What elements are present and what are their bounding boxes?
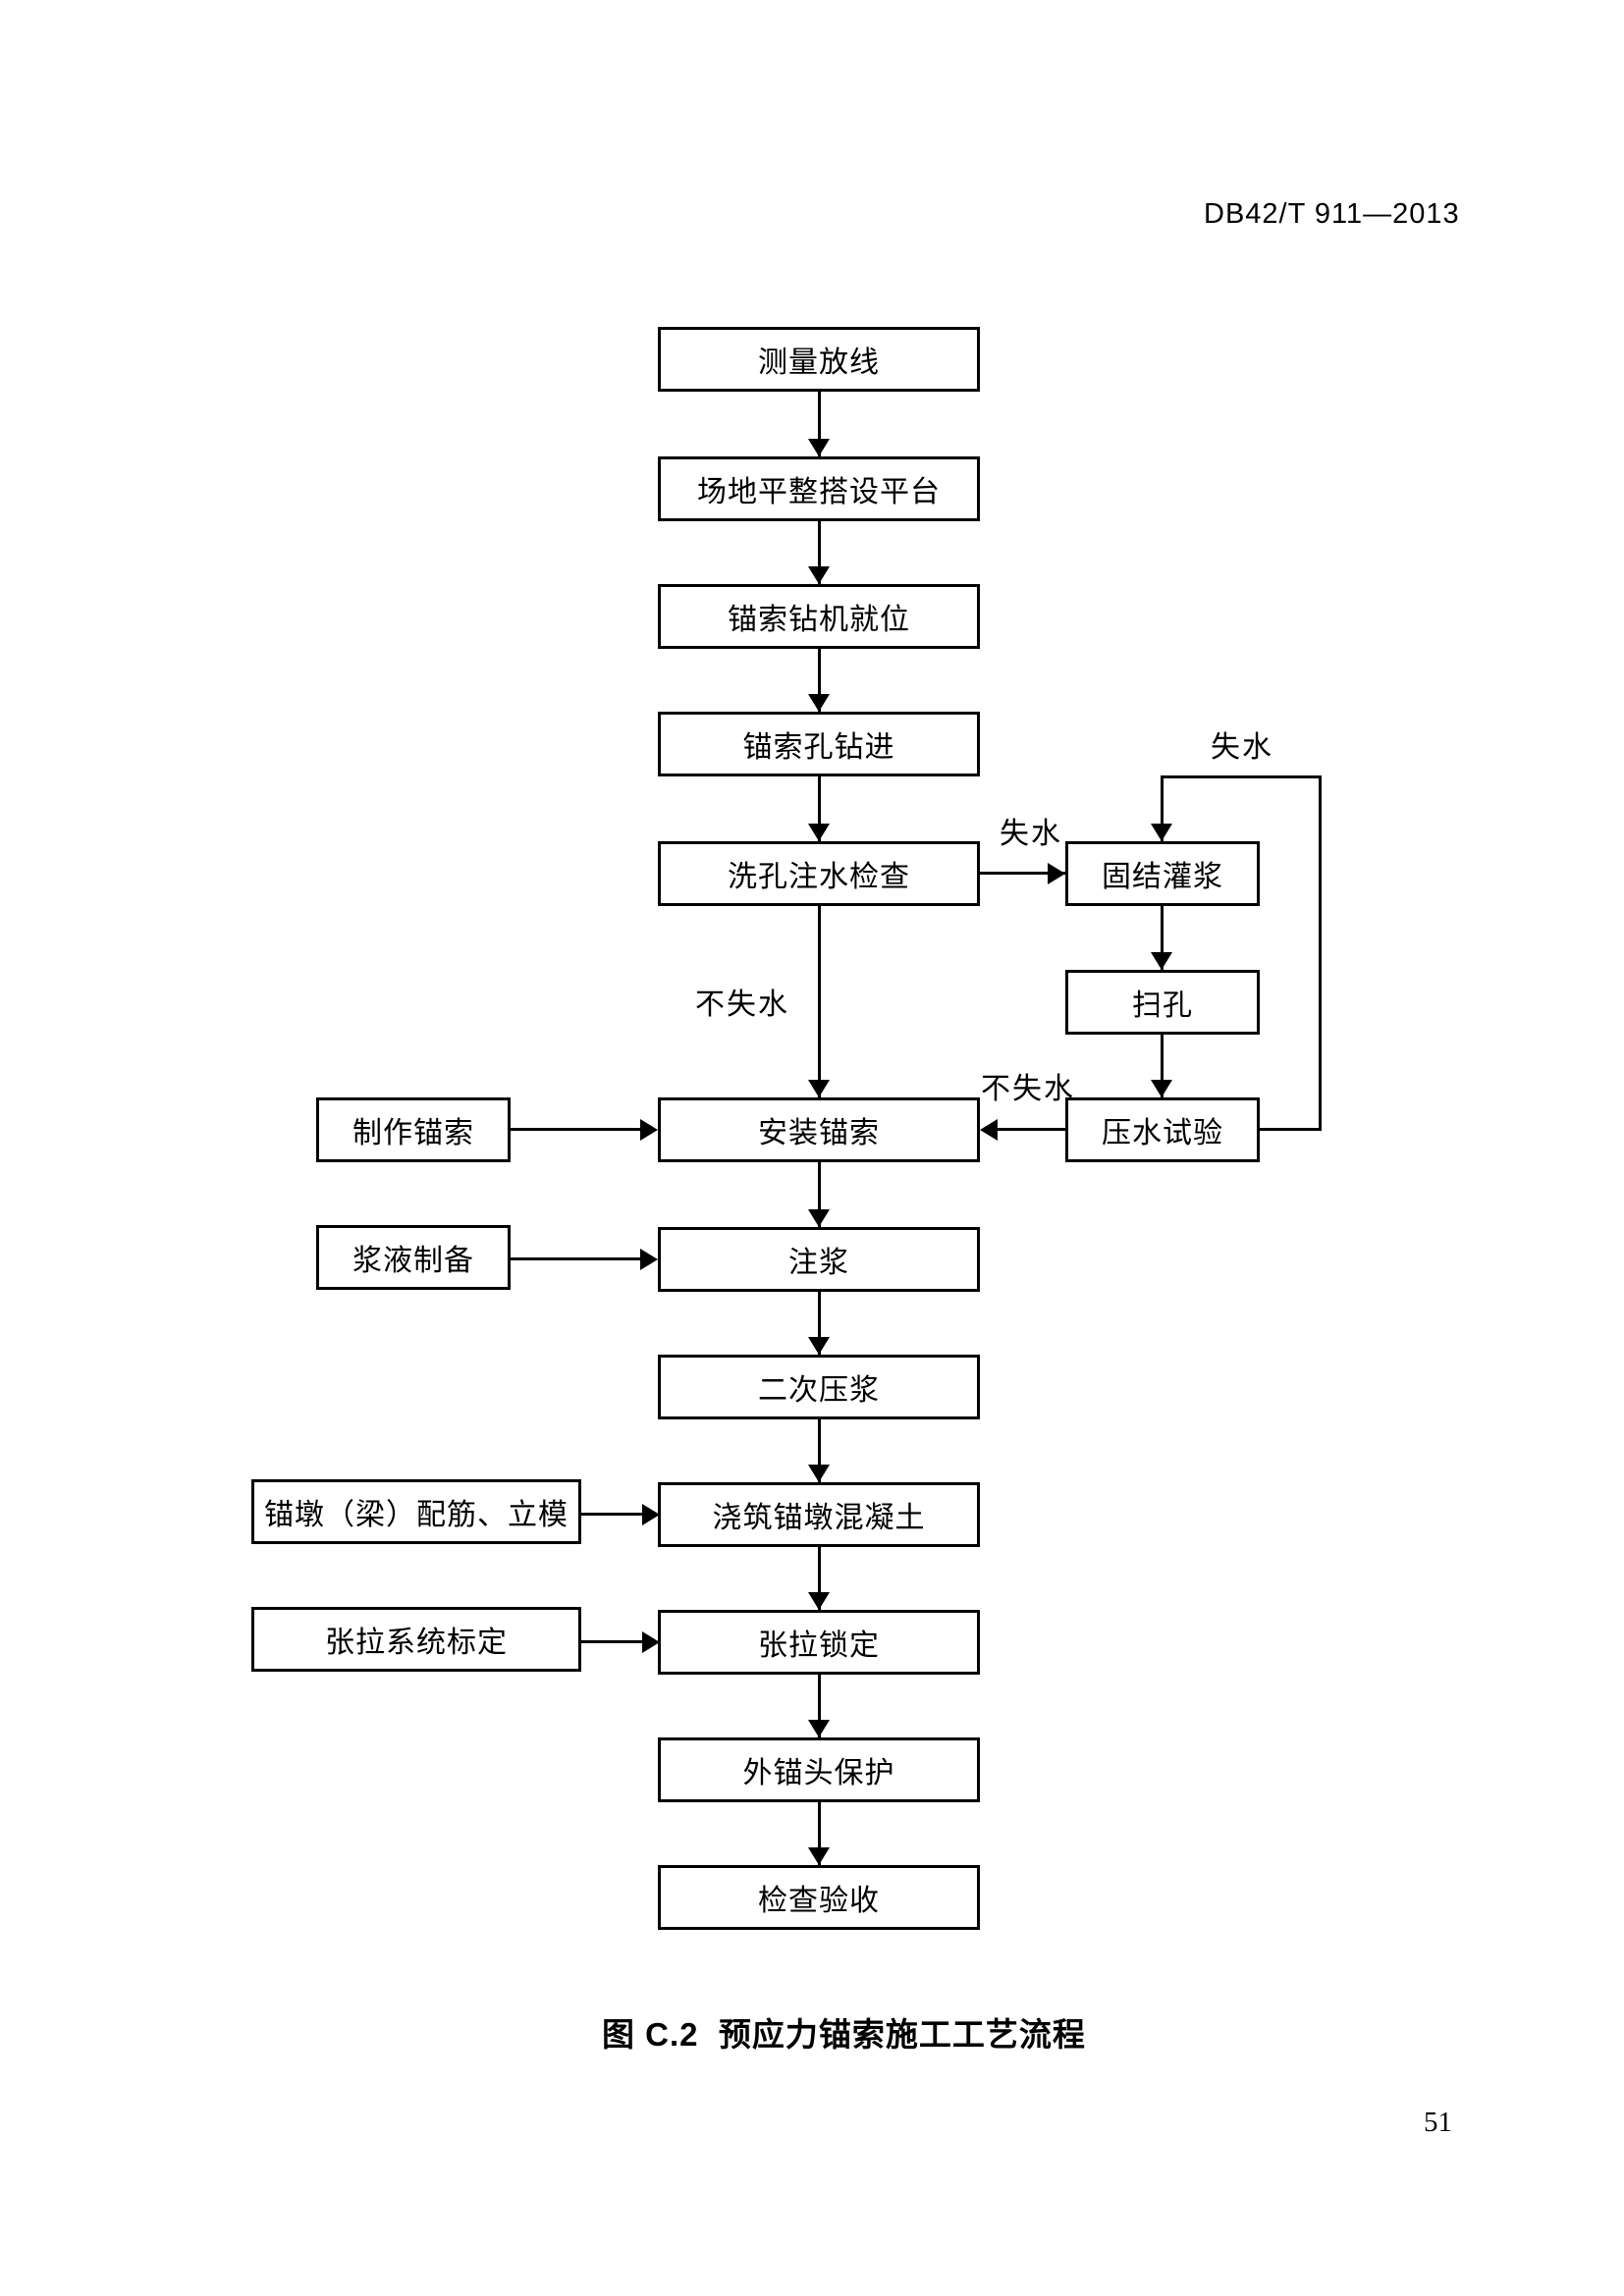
flow-node-water-pressure-test: 压水试验: [1065, 1097, 1260, 1162]
arrow-rebar-to-pour: [581, 1513, 642, 1516]
arrowhead-left-icon: [980, 1119, 998, 1141]
arrow-wash-to-consolidate: [980, 872, 1065, 875]
arrowhead-down-icon: [808, 1209, 830, 1227]
flow-node-tension-lock: 张拉锁定: [658, 1610, 980, 1675]
arrowhead-down-icon: [1151, 952, 1172, 970]
arrow-secondary-to-pour: [818, 1419, 821, 1482]
loop-bottom-segment: [1259, 1128, 1322, 1131]
flow-node-anchor-head-protect: 外锚头保护: [658, 1737, 980, 1802]
flow-node-tension-system-calibration: 张拉系统标定: [251, 1607, 581, 1672]
arrow-wash-to-install: [818, 906, 821, 1097]
arrowhead-down-icon: [808, 566, 830, 584]
arrow-drilling-to-wash: [818, 776, 821, 841]
arrow-install-to-grouting: [818, 1162, 821, 1227]
edge-label-no-water-loss-main: 不失水: [695, 988, 789, 1021]
arrowhead-down-icon: [808, 1847, 830, 1865]
arrow-pressure-to-install: [996, 1128, 1065, 1131]
flow-node-drill-rig-position: 锚索钻机就位: [658, 584, 980, 649]
arrow-rig-to-drilling: [818, 649, 821, 712]
arrowhead-down-icon: [808, 694, 830, 712]
arrowhead-down-icon: [808, 1720, 830, 1737]
arrow-slurry-to-grouting: [511, 1257, 642, 1260]
arrowhead-right-icon: [640, 1249, 658, 1270]
flow-node-make-anchor-cable: 制作锚索: [316, 1097, 511, 1162]
arrow-calibration-to-tension: [581, 1640, 642, 1643]
arrowhead-down-icon: [808, 1080, 830, 1097]
arrowhead-down-icon: [808, 1337, 830, 1355]
arrow-grouting-to-secondary: [818, 1292, 821, 1355]
arrow-tension-to-head: [818, 1675, 821, 1737]
arrowhead-down-icon: [808, 1592, 830, 1610]
flow-node-survey-layout: 测量放线: [658, 327, 980, 392]
flow-node-hole-sweeping: 扫孔: [1065, 970, 1260, 1035]
arrow-sweep-to-pressure-test: [1161, 1035, 1164, 1097]
edge-label-water-loss-loop: 失水: [1211, 731, 1273, 764]
flow-node-hole-drilling: 锚索孔钻进: [658, 712, 980, 776]
flow-node-slurry-preparation: 浆液制备: [316, 1225, 511, 1290]
arrowhead-down-icon: [808, 439, 830, 456]
flow-node-install-anchor: 安装锚索: [658, 1097, 980, 1162]
flow-node-consolidation-grouting: 固结灌浆: [1065, 841, 1260, 906]
loop-right-segment: [1319, 775, 1322, 1131]
arrow-make-to-install: [511, 1128, 642, 1131]
figure-caption: 图 C.2 预应力锚索施工工艺流程: [602, 2016, 1086, 2053]
arrowhead-down-icon: [808, 1465, 830, 1482]
loop-arrow-into-consolidate: [1161, 775, 1164, 841]
edge-label-no-water-loss-right: 不失水: [981, 1073, 1075, 1105]
loop-top-segment: [1162, 775, 1322, 778]
arrow-pour-to-tension: [818, 1547, 821, 1610]
arrowhead-down-icon: [1151, 1080, 1172, 1097]
arrow-survey-to-site: [818, 392, 821, 456]
flow-node-secondary-grouting: 二次压浆: [658, 1355, 980, 1419]
flow-node-pier-rebar-formwork: 锚墩（梁）配筋、立模: [251, 1479, 581, 1544]
arrow-site-to-rig: [818, 521, 821, 584]
arrowhead-down-icon: [808, 824, 830, 841]
flow-node-grouting: 注浆: [658, 1227, 980, 1292]
arrowhead-right-icon: [1048, 863, 1065, 884]
standard-number-header: DB42/T 911—2013: [1204, 198, 1460, 230]
arrowhead-down-icon: [1151, 824, 1172, 841]
arrow-consolidate-to-sweep: [1161, 906, 1164, 970]
flow-node-wash-water-check: 洗孔注水检查: [658, 841, 980, 906]
flow-node-site-platform: 场地平整搭设平台: [658, 456, 980, 521]
flow-node-pour-concrete: 浇筑锚墩混凝土: [658, 1482, 980, 1547]
edge-label-water-loss: 失水: [1000, 818, 1062, 850]
flow-node-inspection-acceptance: 检查验收: [658, 1865, 980, 1930]
page-number: 51: [1424, 2107, 1452, 2138]
arrowhead-right-icon: [640, 1119, 658, 1141]
arrow-head-to-inspection: [818, 1802, 821, 1865]
arrowhead-right-icon: [642, 1631, 660, 1653]
arrowhead-right-icon: [642, 1504, 660, 1525]
